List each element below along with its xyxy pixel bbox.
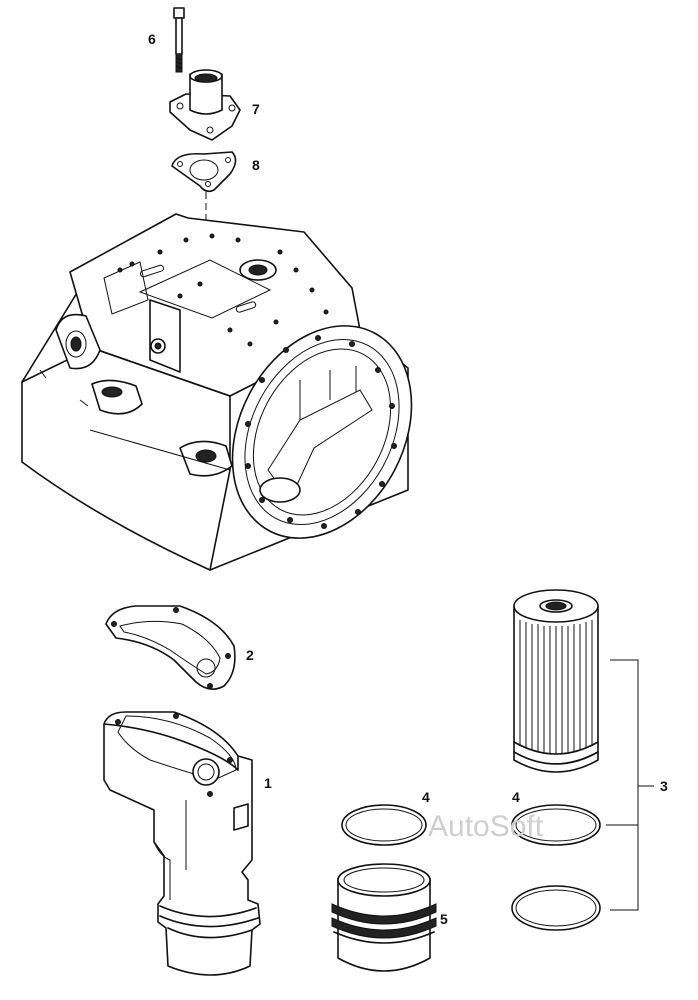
- callout-filter-cap: 5: [440, 911, 448, 927]
- callout-bolt: 6: [148, 31, 156, 47]
- callout-flange: 7: [252, 101, 260, 117]
- watermark-text: AutoSoft: [428, 810, 544, 843]
- callout-flange-gasket: 8: [252, 157, 260, 173]
- o-ring-left-part: [341, 804, 427, 846]
- filter-housing-part: [103, 711, 261, 976]
- callout-o-ring-left: 4: [422, 789, 430, 805]
- flange-gasket-part: [171, 151, 237, 193]
- housing-gasket-part: [105, 605, 236, 690]
- flange-part: [169, 69, 241, 141]
- o-ring-right-part: [511, 804, 601, 846]
- filter-cap-part: [331, 863, 437, 972]
- callout-filter-assembly: 3: [660, 778, 668, 794]
- filter-assembly-bracket: [606, 659, 654, 911]
- callout-filter-housing: 1: [264, 775, 272, 791]
- callout-housing-gasket: 2: [246, 647, 254, 663]
- transmission-case-part: [21, 213, 413, 571]
- filter-seal-ring-part: [511, 885, 601, 931]
- bolt-part: [173, 7, 185, 73]
- callout-o-ring-right: 4: [512, 789, 520, 805]
- filter-element-part: [513, 589, 599, 773]
